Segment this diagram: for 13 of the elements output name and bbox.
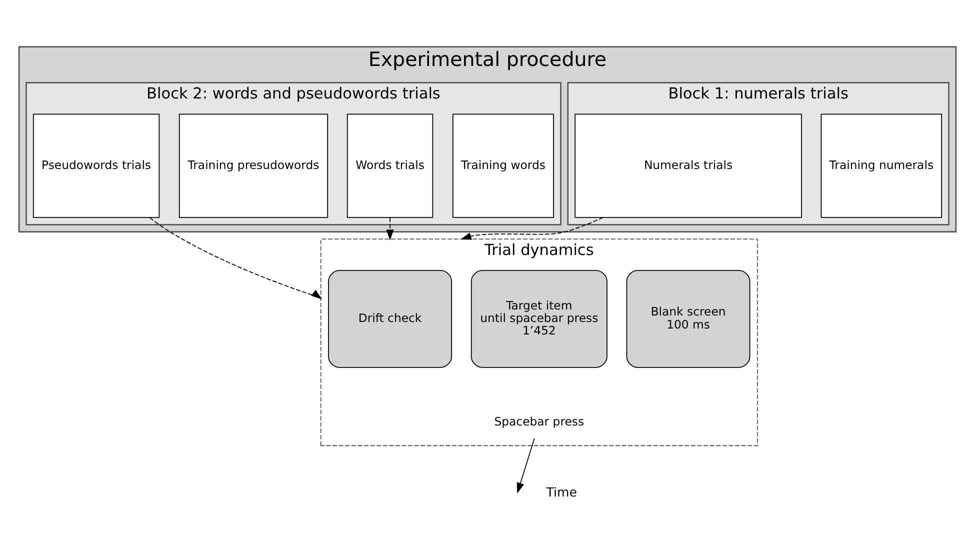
label: Time bbox=[546, 484, 577, 500]
node-box: Numerals trials bbox=[574, 114, 802, 218]
node-box: Words trials bbox=[346, 114, 434, 218]
node-box: Training presudowords bbox=[178, 114, 328, 218]
node-box: Pseudowords trials bbox=[32, 114, 160, 218]
arrow bbox=[516, 438, 535, 494]
node-text: Spacebar press bbox=[494, 414, 584, 428]
node-box: Training numerals bbox=[820, 114, 942, 218]
node-box: Training words bbox=[452, 114, 554, 218]
node-box: Drift check bbox=[328, 270, 452, 368]
arrow bbox=[386, 217, 394, 240]
node-box: Blank screen 100 ms bbox=[626, 270, 750, 368]
node-box: Target item until spacebar press 1’452 bbox=[470, 270, 608, 368]
